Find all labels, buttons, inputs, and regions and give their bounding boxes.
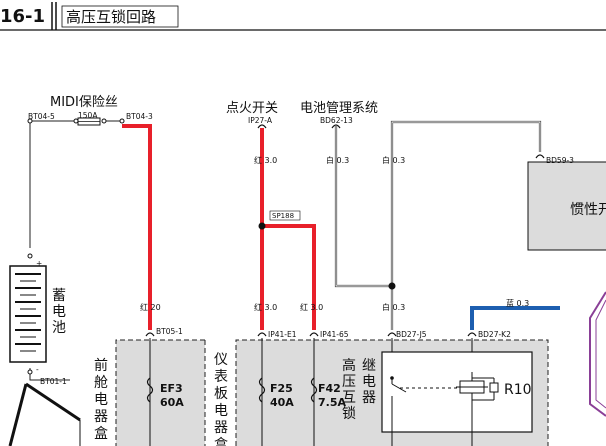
battery-symbol <box>9 253 47 375</box>
splice-dot-white <box>388 282 396 290</box>
wire-battery-positive <box>29 120 76 248</box>
fuse-f25-symbol <box>258 377 266 403</box>
wire-red-20 <box>122 124 152 330</box>
relay-r10-box <box>381 351 533 433</box>
fuse-ef3-id: EF3 <box>160 382 183 395</box>
wire-label-white-a: 白 0.3 <box>326 155 349 165</box>
fuse-f25-id: F25 <box>270 382 293 395</box>
wire-label-red-30-b: 红 3.0 <box>254 302 277 312</box>
connector-bd27-k2: BD27-K2 <box>478 330 511 339</box>
connector-bd27-j5: BD27-J5 <box>396 330 427 339</box>
splice-label: SP188 <box>272 212 294 220</box>
connector-bd62-13: BD62-13 <box>320 116 353 125</box>
page-number: 16-1 <box>0 6 45 27</box>
relay-label: 高压互锁继电器 <box>342 357 376 422</box>
bms-title: 电池管理系统 <box>300 101 378 116</box>
connector-ip27-a: IP27-A <box>248 116 273 125</box>
relay-switch <box>390 376 460 446</box>
connector-bt04-5: BT04-5 <box>28 112 55 121</box>
fuse-f25-rating: 40A <box>270 396 294 409</box>
battery-label: 蓄电池 <box>52 288 66 336</box>
connector-ip41-e1: IP41-E1 <box>268 330 297 339</box>
connector-bt05-1: BT05-1 <box>156 327 183 336</box>
wire-label-red-20: 红 20 <box>140 302 161 312</box>
battery-plus-sign: + <box>36 259 42 268</box>
wire-white-inertia <box>390 120 542 152</box>
splice-label-box <box>269 210 301 221</box>
section-title-box <box>61 5 179 28</box>
wire-label-white-c: 白 0.3 <box>382 302 405 312</box>
front-electrical-box <box>115 339 206 446</box>
connector-ip41-65: IP41-65 <box>320 330 349 339</box>
inertia-switch-box <box>527 161 606 251</box>
fuse-f42-rating: 7.5A <box>318 396 346 409</box>
pin-markers <box>145 124 545 337</box>
wire-label-white-b: 白 0.3 <box>382 155 405 165</box>
inertia-switch-label: 惯性开 <box>570 201 606 218</box>
wire-red-branch <box>262 224 316 330</box>
section-title: 高压互锁回路 <box>66 8 156 26</box>
wire-white-bms-a <box>334 126 392 288</box>
wire-blue <box>470 306 560 330</box>
connector-bt04-3: BT04-3 <box>126 112 153 121</box>
ip-box-label: 仪表板电器盒 <box>214 352 228 446</box>
relay-coil <box>456 372 499 446</box>
wire-label-red-30-c: 红 3.0 <box>300 302 323 312</box>
fuse-ef3-symbol <box>146 377 154 403</box>
ground-strap <box>8 382 81 446</box>
relay-id: R10 <box>504 382 532 398</box>
splice-dot-sp188 <box>258 222 266 230</box>
ignition-switch-title: 点火开关 <box>226 101 278 116</box>
fuse-f42-symbol <box>310 377 318 403</box>
wire-label-red-30-a: 红 3.0 <box>254 155 277 165</box>
connector-bd59-3: BD59-3 <box>546 156 574 165</box>
connector-bt01-1: BT01-1 <box>40 377 67 386</box>
midi-fuse-rating: 150A <box>78 111 98 120</box>
midi-fuse-title: MIDI保险丝 <box>50 95 118 110</box>
front-box-label: 前舱电器盒 <box>94 357 108 442</box>
fuse-ef3-rating: 60A <box>160 396 184 409</box>
fuse-f42-id: F42 <box>318 382 341 395</box>
battery-minus-sign: - <box>36 365 39 374</box>
purple-component-outline <box>589 291 606 417</box>
wire-label-blue: 蓝 0.3 <box>506 298 529 308</box>
